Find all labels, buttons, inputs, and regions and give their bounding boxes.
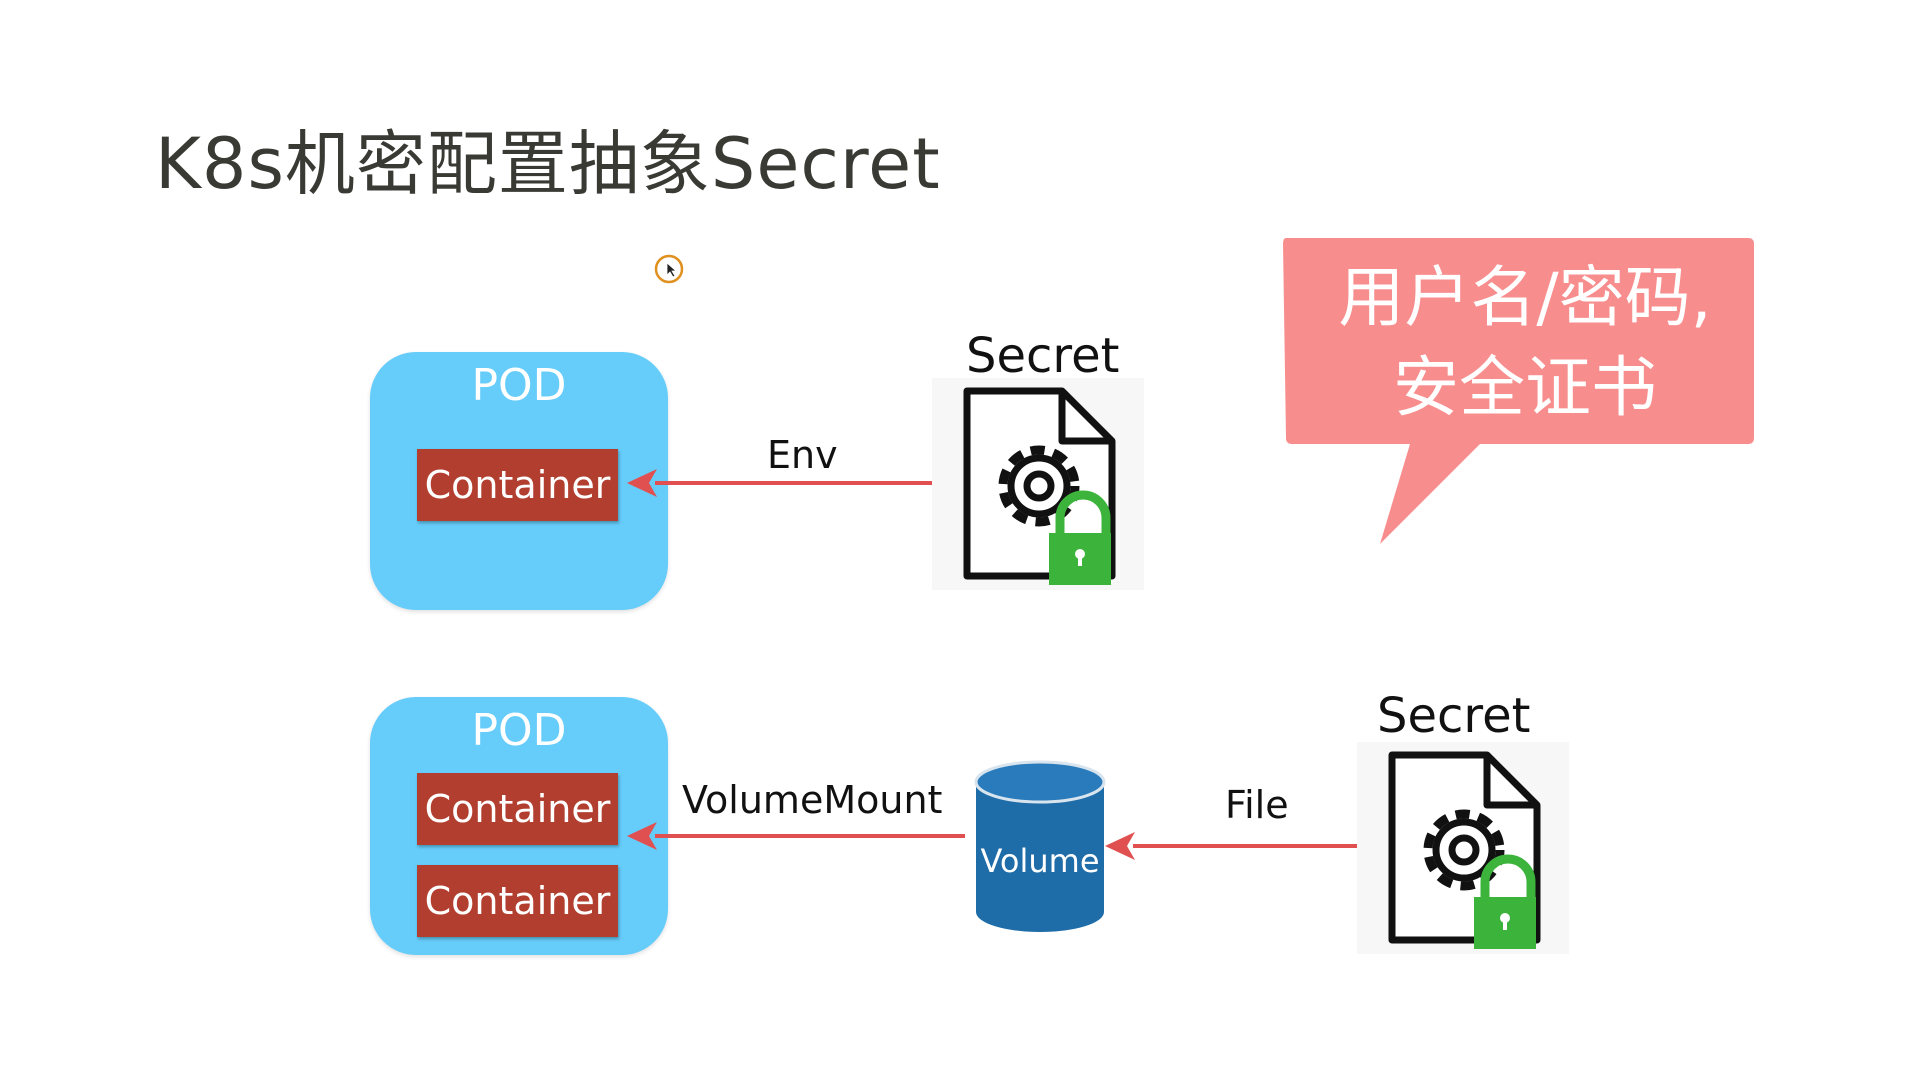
callout-line-1: 用户名/密码, [1338, 259, 1712, 336]
gear-icon [998, 445, 1080, 527]
pod-label: POD [471, 705, 567, 756]
gear-icon [1423, 809, 1505, 891]
page-title: K8s机密配置抽象Secret [155, 123, 941, 205]
arrow-env [627, 469, 953, 497]
callout-line-2: 安全证书 [1393, 349, 1657, 426]
pod-label: POD [471, 360, 567, 411]
pod-bottom: POD Container Container [370, 697, 668, 955]
callout-text: 用户名/密码, 安全证书 [1285, 253, 1765, 433]
pod-top: POD Container [370, 352, 668, 610]
arrow-label-file: File [1225, 783, 1289, 827]
container-box: Container [417, 773, 618, 845]
secret-file-icon [932, 378, 1144, 590]
lock-icon [1474, 854, 1536, 949]
volume-label: Volume [980, 842, 1100, 880]
database-icon [974, 760, 1106, 932]
arrow-label-volume-mount: VolumeMount [682, 778, 943, 822]
container-box: Container [417, 449, 618, 521]
secret-label: Secret [1377, 688, 1531, 744]
arrow-label-env: Env [767, 433, 838, 477]
arrow-file [1105, 832, 1395, 860]
lock-icon [1049, 490, 1111, 585]
arrow-volume-mount [627, 822, 965, 850]
container-box: Container [417, 865, 618, 937]
secret-file-icon [1357, 742, 1569, 954]
secret-label: Secret [966, 328, 1120, 384]
cursor-icon [654, 254, 684, 284]
callout-bubble [1283, 238, 1754, 544]
